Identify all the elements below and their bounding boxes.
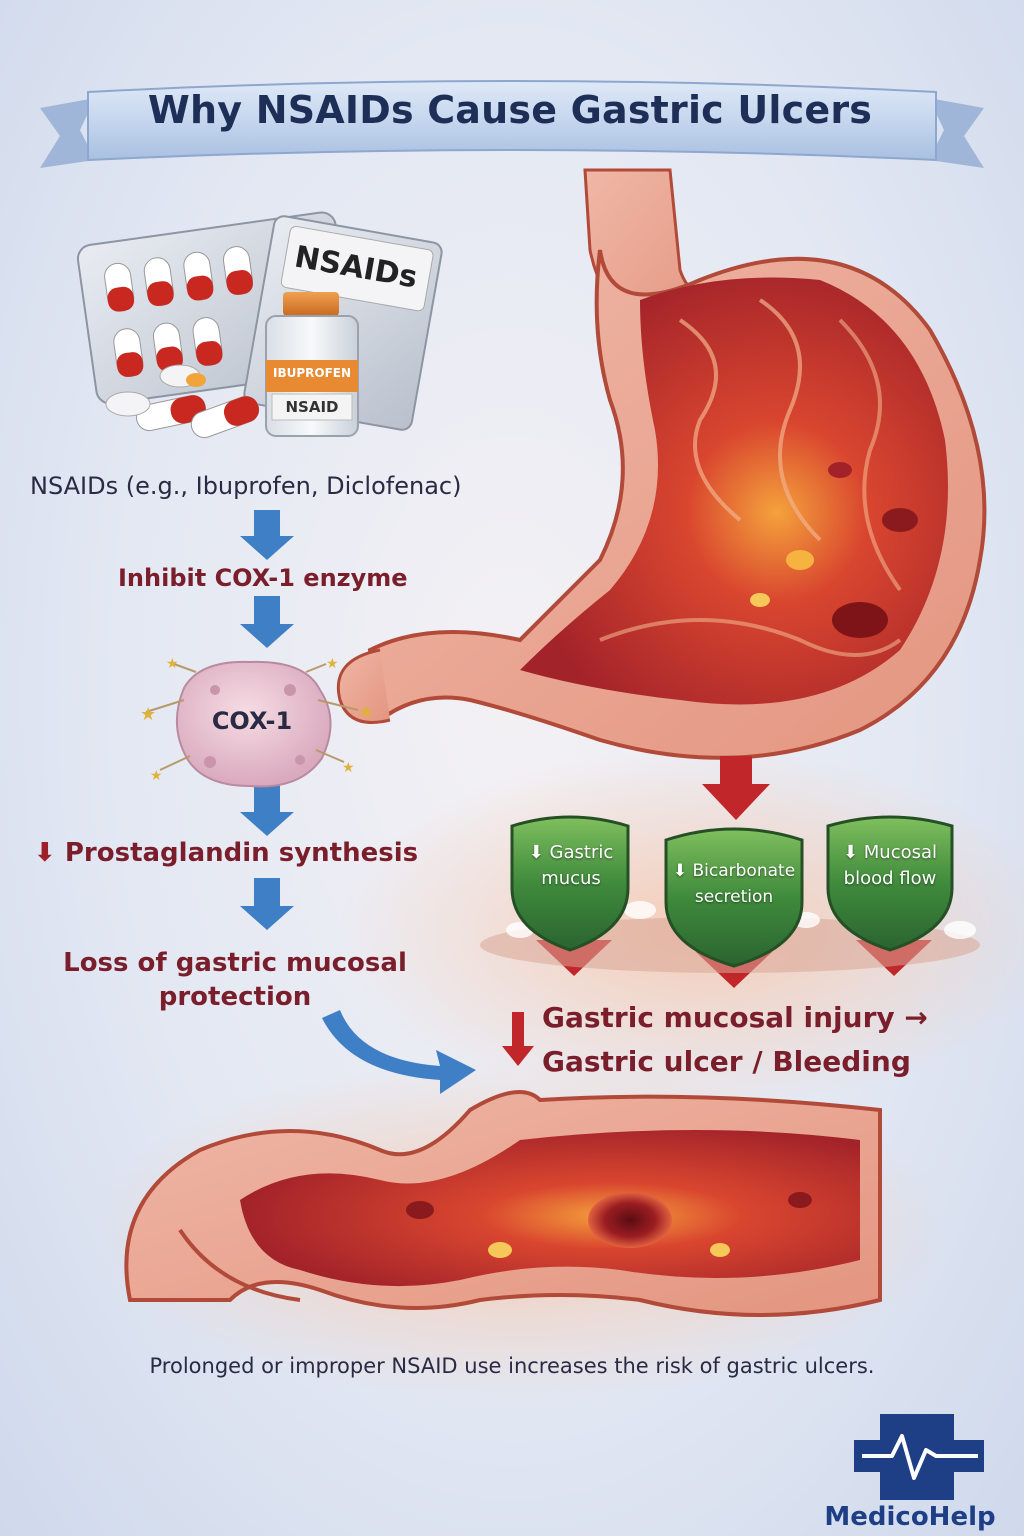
decrease-icon-1: ⬇: [528, 842, 544, 863]
svg-text:★: ★: [326, 656, 339, 672]
svg-text:★: ★: [150, 768, 163, 784]
decrease-arrow-icon: ⬇: [34, 838, 56, 868]
svg-text:★: ★: [166, 656, 179, 672]
arrow-from-stomach: [702, 756, 770, 820]
outcome-line1: Gastric mucosal injury →: [542, 1001, 928, 1034]
flow-arrows: [240, 510, 476, 1094]
shield3-line2: blood flow: [843, 868, 937, 889]
shield1-line2: mucus: [541, 868, 601, 889]
arrow-down-4: [240, 878, 294, 930]
page-title: Why NSAIDs Cause Gastric Ulcers: [147, 88, 873, 132]
shield1-line1: Gastric: [549, 842, 614, 863]
shield-mucosal-blood-flow: [826, 815, 954, 952]
title-ribbon: [40, 80, 984, 168]
outcome-decrease-arrow: [502, 1012, 534, 1066]
arrow-down-3: [240, 784, 294, 836]
step-nsaids: NSAIDs (e.g., Ibuprofen, Diclofenac): [30, 472, 462, 500]
outcome-line2: Gastric ulcer / Bleeding: [542, 1045, 911, 1078]
shield2-line1: Bicarbonate: [692, 861, 796, 881]
nsaid-pills-illustration: [76, 211, 443, 439]
arrow-down-2: [240, 596, 294, 648]
shield-gastric-mucus: [510, 815, 630, 952]
svg-text:★: ★: [358, 702, 374, 723]
shield3-line1: Mucosal: [863, 842, 938, 863]
stomach-illustration: [336, 168, 987, 760]
shield2-line2: secretion: [694, 887, 774, 907]
step-loss-protection-line1: Loss of gastric mucosal: [63, 948, 407, 978]
step-prostaglandin-text: Prostaglandin synthesis: [64, 838, 419, 868]
brand-name: MedicoHelp: [824, 1502, 996, 1532]
shield-label-blood-flow: ⬇ Mucosal blood flow: [826, 840, 954, 892]
shield-label-gastric-mucus: ⬇ Gastric mucus: [514, 840, 628, 892]
footer-note: Prolonged or improper NSAID use increase…: [149, 1354, 875, 1378]
ulcerated-stomach-illustration: [124, 1090, 882, 1317]
medicohelp-logo: [854, 1414, 984, 1500]
arrow-curve: [322, 1010, 476, 1094]
step-loss-protection: Loss of gastric mucosal protection: [30, 946, 440, 1014]
cox1-label: COX-1: [211, 707, 293, 735]
bottle-label-nsaid: NSAID: [285, 398, 339, 416]
step-loss-protection-line2: protection: [158, 982, 312, 1012]
shield-label-bicarbonate: ⬇ Bicarbonate secretion: [660, 858, 808, 910]
step-inhibit-cox1: Inhibit COX-1 enzyme: [118, 564, 408, 592]
cox1-enzyme-illustration: ★ ★ ★ ★ ★ ★: [140, 656, 374, 788]
outcome-text: Gastric mucosal injury → Gastric ulcer /…: [542, 996, 1002, 1084]
bottle-label-ibuprofen: IBUPROFEN: [272, 366, 352, 380]
arrow-down-1: [240, 510, 294, 560]
decrease-icon-3: ⬇: [842, 842, 859, 863]
svg-text:★: ★: [342, 760, 355, 776]
shield-bicarbonate-secretion: [664, 827, 804, 968]
step-prostaglandin: ⬇ Prostaglandin synthesis: [34, 838, 494, 868]
svg-text:★: ★: [140, 704, 156, 725]
decrease-icon-2: ⬇: [672, 861, 688, 881]
